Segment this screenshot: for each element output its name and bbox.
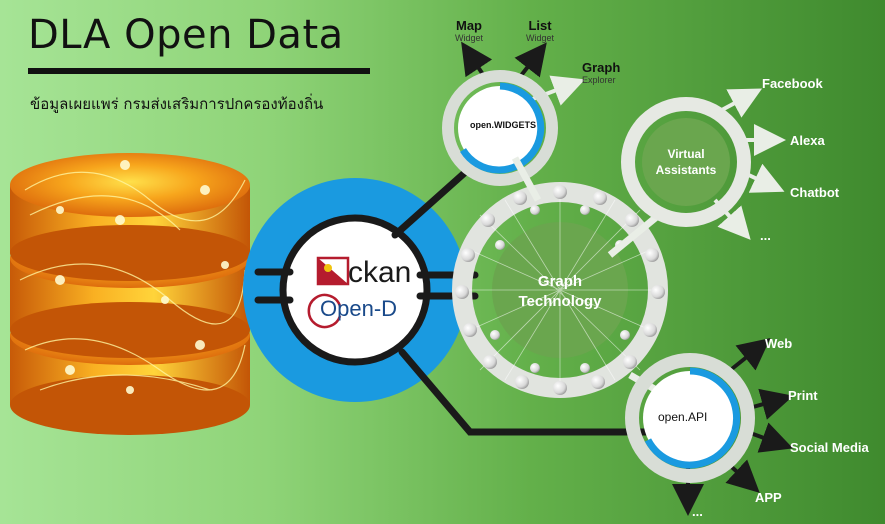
output-social-media: Social Media [790, 440, 869, 455]
graph-hub-label: Graph Technology [518, 273, 602, 310]
output-chatbot: Chatbot [790, 185, 840, 200]
page-subtitle: ข้อมูลเผยแพร่ กรมส่งเสริมการปกครองท้องถิ… [30, 95, 324, 113]
ckan-text: ckan [348, 256, 412, 289]
output-app: APP [755, 490, 782, 505]
widget-map-label: Map Widget [455, 18, 484, 43]
ckan-logo-icon [307, 256, 350, 329]
open-d-text: Open-D [320, 296, 398, 321]
api-hub-graphic [625, 338, 794, 516]
widget-list-label: List Widget [526, 18, 555, 43]
output-print: Print [788, 388, 818, 403]
title-underline [28, 68, 370, 74]
widgets-hub-label: open.WIDGETS [470, 120, 536, 130]
database-icon [10, 153, 250, 435]
assistants-hub-graphic [511, 88, 786, 258]
output-web: Web [765, 336, 793, 351]
output-more-api: ... [692, 504, 703, 519]
api-hub-label: open.API [658, 410, 708, 424]
output-more-assistants: ... [760, 228, 771, 243]
page-title: DLA Open Data [28, 12, 344, 58]
output-facebook: Facebook [762, 76, 823, 91]
widget-graph-label: Graph Explorer [582, 60, 621, 85]
graph-hub-graphic [452, 182, 668, 398]
output-alexa: Alexa [790, 133, 825, 148]
widgets-hub-graphic [442, 41, 585, 186]
assistants-hub-label: Virtual Assistants [655, 147, 717, 177]
ckan-hub-core [279, 214, 431, 366]
